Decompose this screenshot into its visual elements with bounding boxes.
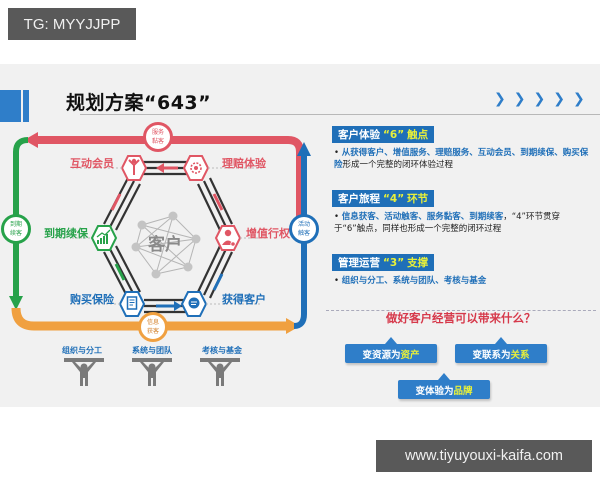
touchpoint-label-buy-insurance: 购买保险 — [70, 293, 114, 306]
support-label-assessment: 考核与基金 — [202, 346, 242, 355]
dashed-divider — [326, 310, 596, 311]
chevron-right-icons: ❯ ❯ ❯ ❯ ❯ — [494, 91, 585, 107]
stage-badge-info-acquire: 信息 获客 — [138, 312, 168, 342]
customer-loop-diagram — [9, 132, 311, 386]
touchpoint-label-value-added-rights: 增值行权 — [246, 227, 290, 240]
title-accent-bar-thin — [23, 90, 29, 122]
chevron-right-icon: ❯ — [513, 91, 526, 107]
section-header-experience: 客户体验 “6” 触点 — [332, 126, 435, 143]
gear-icon — [190, 162, 202, 174]
title-divider — [80, 114, 600, 115]
title-accent-bar — [0, 90, 21, 122]
touchpoint-label-interactive-member: 互动会员 — [70, 157, 114, 170]
chevron-right-icon: ❯ — [533, 91, 546, 107]
center-customer-label: 客户 — [148, 235, 182, 255]
touchpoint-label-renewal: 到期续保 — [44, 227, 88, 240]
touchpoint-label-claims-experience: 理赔体验 — [222, 157, 266, 170]
benefit-callout-assets: 变资源为资产 — [345, 337, 437, 363]
watermark-bottom: www.tiyuyouxi-kaifa.com — [376, 440, 592, 472]
chevron-right-icon: ❯ — [494, 91, 506, 107]
section-header-management: 管理运营 “3” 支撑 — [332, 254, 435, 271]
chevron-right-icon: ❯ — [572, 91, 585, 107]
question-heading: 做好客户经营可以带来什么？ — [386, 311, 536, 325]
stage-badge-activity-touch: 活动 触客 — [289, 214, 319, 244]
support-label-system: 系统与团队 — [132, 346, 172, 355]
slide: 规划方案“643” ❯ ❯ ❯ ❯ ❯ — [0, 64, 600, 407]
section-text-journey: • 信息获客、活动触客、服务黏客、到期续客，“4”环节贯穿于“6”触点，同样也形… — [334, 212, 560, 234]
growth-chart-icon — [96, 229, 111, 244]
section-header-journey: 客户旅程 “4” 环节 — [332, 190, 435, 207]
user-plus-icon — [222, 229, 236, 247]
stage-badge-renewal: 到期 续客 — [1, 214, 31, 244]
stage-badge-service-retain: 服务 黏客 — [143, 122, 173, 152]
support-label-org: 组织与分工 — [62, 346, 102, 355]
document-icon — [126, 296, 138, 310]
benefit-callout-brand: 变体验为品牌 — [398, 373, 490, 399]
support-figures — [64, 358, 240, 386]
chevron-right-icon: ❯ — [553, 91, 565, 107]
chat-bubble-icon — [188, 297, 200, 309]
watermark-top: TG: MYYJJPP — [8, 8, 136, 40]
person-cheering-icon — [128, 158, 140, 175]
touchpoint-label-acquire-customer: 获得客户 — [222, 293, 266, 306]
section-text-management: • 组织与分工、系统与团队、考核与基金 — [334, 276, 487, 286]
slide-title: 规划方案“643” — [66, 92, 212, 114]
benefit-callout-relations: 变联系为关系 — [455, 337, 547, 363]
section-text-experience: • 从获得客户、增值服务、理赔服务、互动会员、到期续保、购买保险形成一个完整的闭… — [334, 148, 589, 170]
